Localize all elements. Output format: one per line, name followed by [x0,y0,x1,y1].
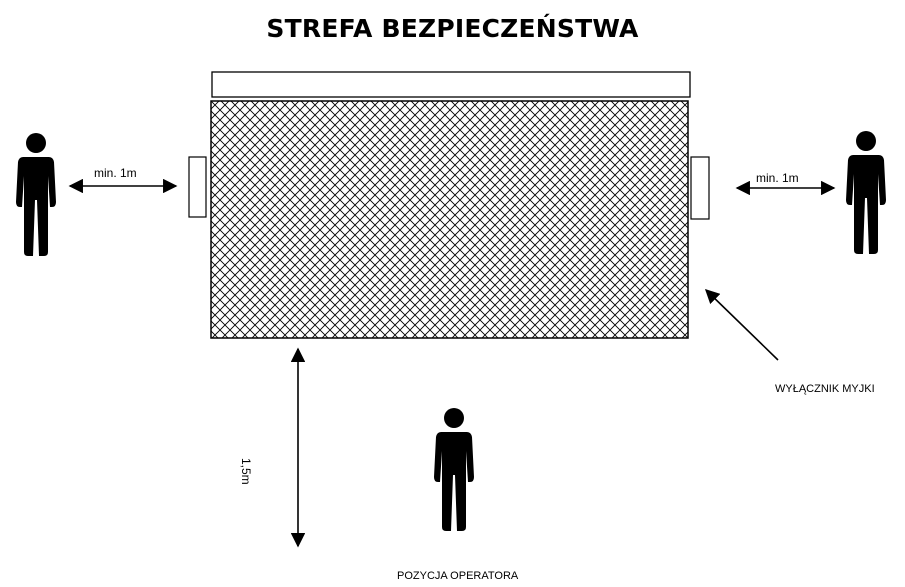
operator-position-label: POZYCJA OPERATORA [397,570,519,582]
washer-right-panel [690,156,710,220]
switch-pointer-arrow-icon [704,288,779,361]
washer-top-bar [211,71,691,98]
washer-body [210,100,689,339]
washer-left-panel [188,156,207,218]
operator-person-icon [434,408,474,531]
right-person-icon [846,131,886,254]
left-distance-label: min. 1m [94,166,137,180]
left-person-icon [16,133,56,256]
switch-label: WYŁĄCZNIK MYJKI [775,383,875,395]
diagram-title: STREFA BEZPIECZEŃSTWA [266,14,639,43]
front-distance-label: 1,5m [239,458,253,485]
right-distance-label: min. 1m [756,171,799,185]
